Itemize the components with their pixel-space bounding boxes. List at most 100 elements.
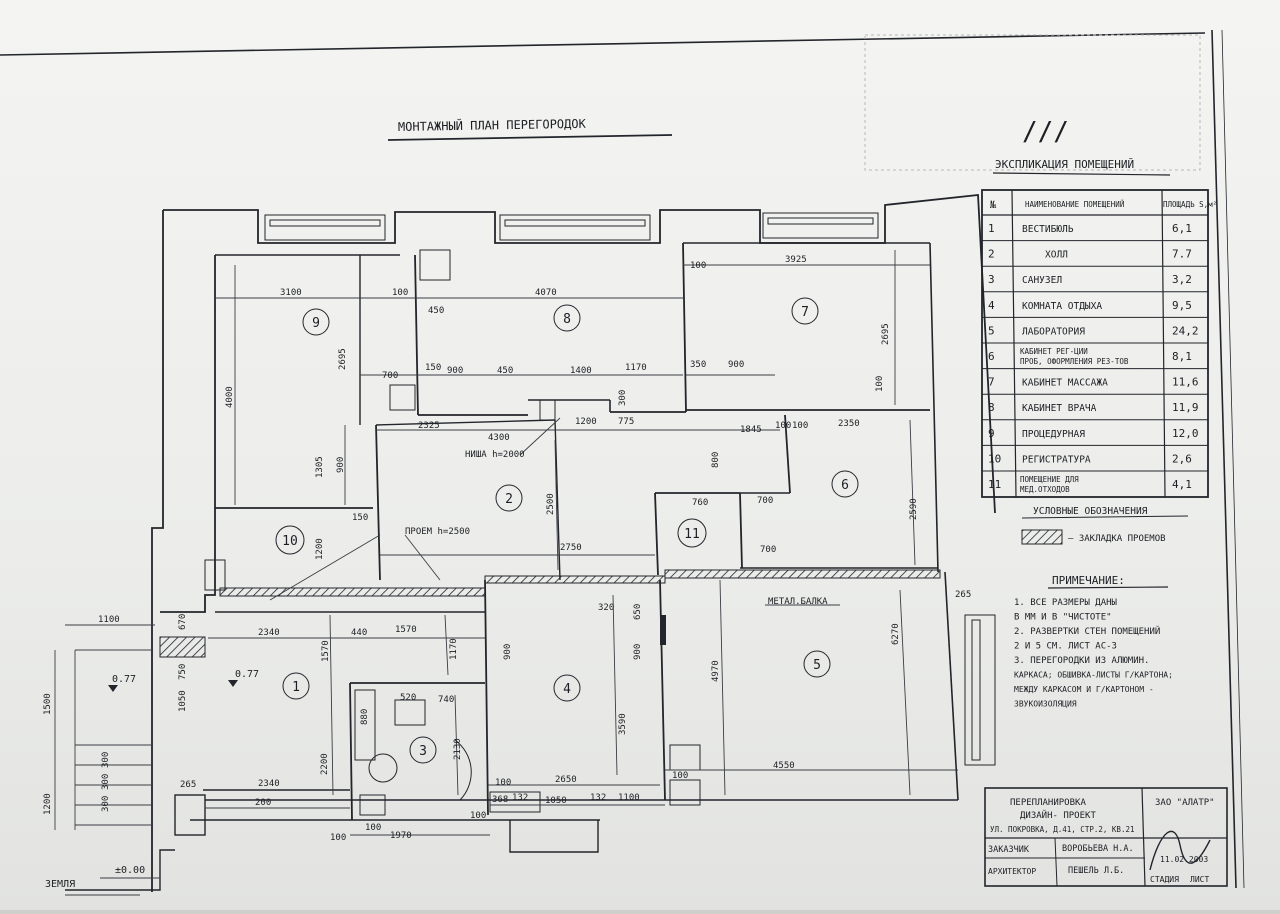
- plan-annotations: НИША h=2000 ПРОЕМ h=2500 МЕТАЛ.БАЛКА 0.7…: [45, 450, 828, 890]
- dim-label: 1100: [98, 615, 120, 625]
- stamp-customer-name: ВОРОБЬЕВА Н.А.: [1062, 844, 1134, 854]
- dim-label: 4300: [488, 433, 510, 443]
- explication-row-area: 11,6: [1172, 376, 1199, 389]
- explication-row-area: 9,5: [1172, 299, 1192, 312]
- room-1-marker: 1: [282, 672, 310, 700]
- stamp-project-line-2: ДИЗАЙН- ПРОЕКТ: [1020, 809, 1096, 821]
- dim-label: 900: [447, 366, 463, 376]
- dim-label: 1200: [575, 417, 597, 427]
- dim-label: 760: [692, 498, 708, 508]
- dim-label: 900: [503, 644, 513, 660]
- dim-label: 880: [360, 709, 370, 725]
- svg-text:1: 1: [292, 680, 300, 695]
- svg-text:2: 2: [505, 492, 513, 507]
- stamp-customer-label: ЗАКАЗЧИК: [988, 845, 1030, 855]
- legend-hatch-swatch: [1021, 529, 1063, 545]
- explication-row-name: КАБИНЕТ РЕГ-ЦИИ: [1020, 347, 1088, 356]
- room-2-marker: 2: [495, 484, 523, 512]
- explication-table: ЭКСПЛИКАЦИЯ ПОМЕЩЕНИЙ № НАИМЕНОВАНИЕ ПОМ…: [981, 158, 1217, 498]
- architect-signature: [1149, 830, 1211, 871]
- explication-row-no: 7: [988, 376, 995, 389]
- explication-row-name: ВЕСТИБЮЛЬ: [1022, 224, 1074, 235]
- stamp-date: 11.02.2003: [1160, 855, 1208, 864]
- notes-block: ПРИМЕЧАНИЕ: 1. ВСЕ РАЗМЕРЫ ДАНЫ В ММ И В…: [1014, 574, 1173, 709]
- explication-row-no: 9: [988, 427, 995, 440]
- dim-label: 100: [470, 811, 486, 821]
- room-11-marker: 11: [677, 518, 707, 548]
- dim-label: 300: [101, 752, 111, 768]
- svg-text:11: 11: [684, 527, 700, 542]
- dim-label: 2695: [881, 323, 891, 345]
- dim-label: 1050: [178, 690, 188, 712]
- explication-row-name: ЛАБОРАТОРИЯ: [1022, 326, 1085, 337]
- stamp-project-line-1: ПЕРЕПЛАНИРОВКА: [1010, 798, 1086, 808]
- dim-label: 100: [330, 833, 346, 843]
- dim-label: 1170: [449, 638, 459, 660]
- legend-title: УСЛОВНЫЕ ОБОЗНАЧЕНИЯ: [1033, 506, 1148, 517]
- dim-label: 100: [672, 771, 688, 781]
- signature-mark: ∕∕∕: [1022, 117, 1069, 147]
- svg-text:9: 9: [312, 316, 320, 331]
- note-line: 3. ПЕРЕГОРОДКИ ИЗ АЛЮМИН.: [1014, 656, 1149, 666]
- drawing-title: МОНТАЖНЫЙ ПЛАН ПЕРЕГОРОДОК: [398, 116, 587, 134]
- explication-row-area: 8,1: [1172, 350, 1192, 363]
- leader-lines: [269, 417, 840, 606]
- dim-label: 800: [711, 452, 721, 468]
- dim-label: 520: [400, 693, 416, 703]
- explication-row-no: 11: [988, 478, 1001, 491]
- stamp-architect-name: ПЕШЕЛЬ Л.Б.: [1068, 866, 1124, 876]
- dim-label: 1100: [618, 793, 640, 803]
- dimension-lines: [54, 250, 958, 836]
- dim-label: 900: [728, 360, 744, 370]
- dim-label: 1200: [315, 538, 325, 560]
- explication-title: ЭКСПЛИКАЦИЯ ПОМЕЩЕНИЙ: [995, 158, 1134, 171]
- level-marker-2: [228, 680, 238, 687]
- dim-label: 2130: [453, 738, 463, 760]
- passage-annotation: ПРОЕМ h=2500: [405, 527, 470, 537]
- dim-label: 2325: [418, 421, 440, 431]
- dim-label: 100: [365, 823, 381, 833]
- sheet-frame: [0, 29, 1245, 889]
- dim-label: 2500: [546, 493, 556, 515]
- dim-label: 4970: [711, 660, 721, 682]
- dim-label: 1570: [395, 625, 417, 635]
- note-line: ЗВУКОИЗОЛЯЦИЯ: [1014, 700, 1077, 709]
- dim-label: 900: [633, 644, 643, 660]
- level-annotation-1: 0.77: [112, 674, 136, 685]
- dim-label: 2350: [838, 419, 860, 429]
- niche-annotation: НИША h=2000: [465, 450, 525, 460]
- dim-label: 368: [492, 795, 508, 805]
- dim-label: 670: [178, 614, 188, 630]
- room-5-marker: 5: [803, 650, 831, 678]
- dim-label: 200: [255, 798, 271, 808]
- explication-row-name: КАБИНЕТ ВРАЧА: [1022, 403, 1097, 414]
- explication-row-no: 2: [988, 248, 995, 261]
- stamp-architect-label: АРХИТЕКТОР: [988, 867, 1036, 876]
- partitions: [203, 242, 938, 853]
- dim-label: 750: [178, 664, 188, 680]
- stamp-stage-label: СТАДИЯ: [1150, 875, 1179, 884]
- dim-label: 300: [101, 796, 111, 812]
- svg-text:3: 3: [419, 744, 427, 759]
- room-7-marker: 7: [791, 297, 819, 325]
- dim-label: 775: [618, 417, 634, 427]
- note-line: 2. РАЗВЕРТКИ СТЕН ПОМЕЩЕНИЙ: [1014, 625, 1160, 637]
- dim-label: 1500: [43, 693, 53, 715]
- explication-row-no: 4: [988, 299, 995, 312]
- dim-label: 1845: [740, 425, 762, 435]
- dim-label: 4000: [225, 386, 235, 408]
- dim-label: 1970: [390, 831, 412, 841]
- dim-label: 100: [495, 778, 511, 788]
- explication-row-no: 5: [988, 324, 995, 337]
- dim-label: 1400: [570, 366, 592, 376]
- explication-row-area: 24,2: [1172, 324, 1199, 337]
- dim-label: 700: [382, 371, 398, 381]
- explication-header-area: ПЛОЩАДЬ S,м²: [1163, 200, 1217, 209]
- note-line: МЕЖДУ КАРКАСОМ И Г/КАРТОНОМ -: [1014, 685, 1154, 694]
- dim-label: 450: [497, 366, 513, 376]
- ground-level-annotation: ±0.00: [115, 865, 145, 876]
- dim-label: 2695: [338, 348, 348, 370]
- dim-label: 100: [875, 376, 885, 392]
- explication-row-no: 3: [988, 273, 995, 286]
